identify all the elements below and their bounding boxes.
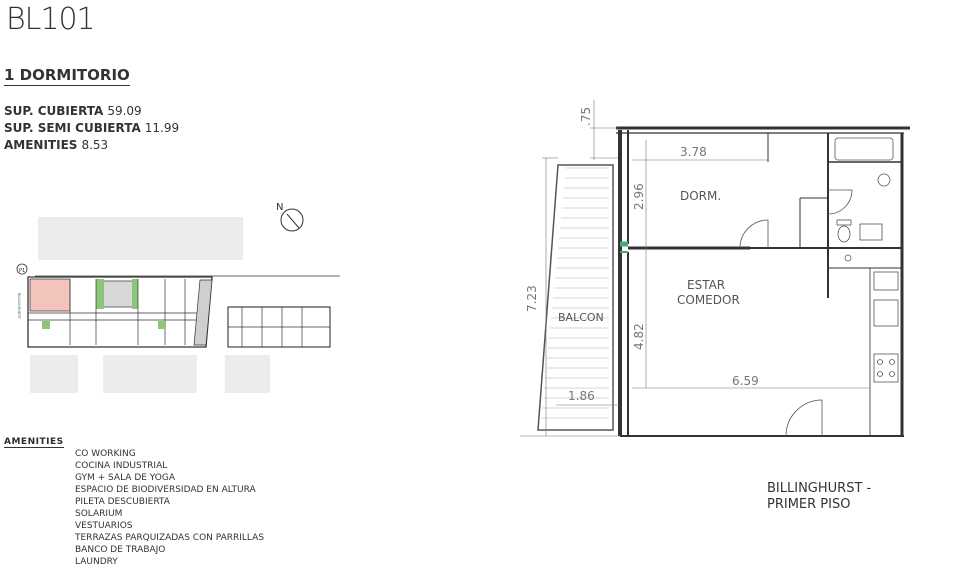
room-label-balcony: BALCON <box>558 311 604 324</box>
bathroom-fixtures <box>834 137 894 262</box>
dimension-label: .75 <box>579 107 593 126</box>
amenity-item: COCINA INDUSTRIAL <box>75 461 168 471</box>
unit-code: BL101 <box>6 2 96 37</box>
amenity-item: TERRAZAS PARQUIZADAS CON PARRILLAS <box>75 533 265 543</box>
highlighted-unit <box>29 278 71 312</box>
area-label: SUP. CUBIERTA <box>4 104 104 118</box>
street-label: BILLINGHURST <box>17 293 21 320</box>
dimension-label: 7.23 <box>525 285 539 312</box>
area-label: SUP. SEMI CUBIERTA <box>4 121 141 135</box>
amenity-item: ESPACIO DE BIODIVERSIDAD EN ALTURA <box>75 485 256 495</box>
amenity-item: SOLARIUM <box>75 509 123 519</box>
area-value: 59.09 <box>107 104 142 118</box>
area-label: AMENITIES <box>4 138 78 152</box>
doors <box>739 189 853 437</box>
amenities-heading: AMENITIES <box>4 437 64 448</box>
interior-walls <box>628 133 902 436</box>
dimension-label: 1.86 <box>568 389 595 403</box>
dimension-label: 2.96 <box>632 183 646 210</box>
neighbor-block <box>103 355 197 393</box>
neighbor-block <box>30 355 78 393</box>
kitchen <box>873 271 899 383</box>
dimension-lines <box>520 100 870 437</box>
balcony: BALCON <box>537 164 614 431</box>
site-plan: N P1 BILLINGHURST <box>16 202 340 393</box>
dimension-label: 4.82 <box>632 323 646 350</box>
room-label-bedroom: DORM. <box>680 189 721 203</box>
amenity-item: PILETA DESCUBIERTA <box>75 497 170 507</box>
amenities-list: CO WORKING COCINA INDUSTRIAL GYM + SALA … <box>75 448 264 568</box>
building-footprint <box>27 275 340 348</box>
amenity-item: VESTUARIOS <box>75 521 133 531</box>
area-value: 8.53 <box>81 138 109 152</box>
location-street: BILLINGHURST - <box>767 481 872 496</box>
svg-text:P1: P1 <box>19 268 25 274</box>
amenity-item: GYM + SALA DE YOGA <box>75 473 176 483</box>
room-label-living: ESTAR <box>687 278 725 292</box>
north-label: N <box>276 202 283 213</box>
exterior-walls <box>616 126 910 437</box>
dimension-label: 3.78 <box>680 145 707 159</box>
location-caption: BILLINGHURST - PRIMER PISO <box>767 481 871 513</box>
room-label-dining: COMEDOR <box>677 293 740 307</box>
neighbor-block <box>38 217 243 260</box>
unit-type-heading: 1 DORMITORIO <box>4 66 130 86</box>
neighbor-block <box>225 355 270 393</box>
unit-marker: P1 <box>16 263 28 275</box>
north-arrow-icon: N <box>276 202 304 232</box>
amenity-item: CO WORKING <box>75 449 136 459</box>
amenity-item: BANCO DE TRABAJO <box>75 545 166 555</box>
location-floor: PRIMER PISO <box>767 497 851 512</box>
dimension-label: 6.59 <box>732 374 759 388</box>
floor-plan: BALCON DORM. ESTAR COMEDOR <box>520 100 910 437</box>
area-value: 11.99 <box>144 121 180 135</box>
amenity-item: LAUNDRY <box>75 557 118 567</box>
